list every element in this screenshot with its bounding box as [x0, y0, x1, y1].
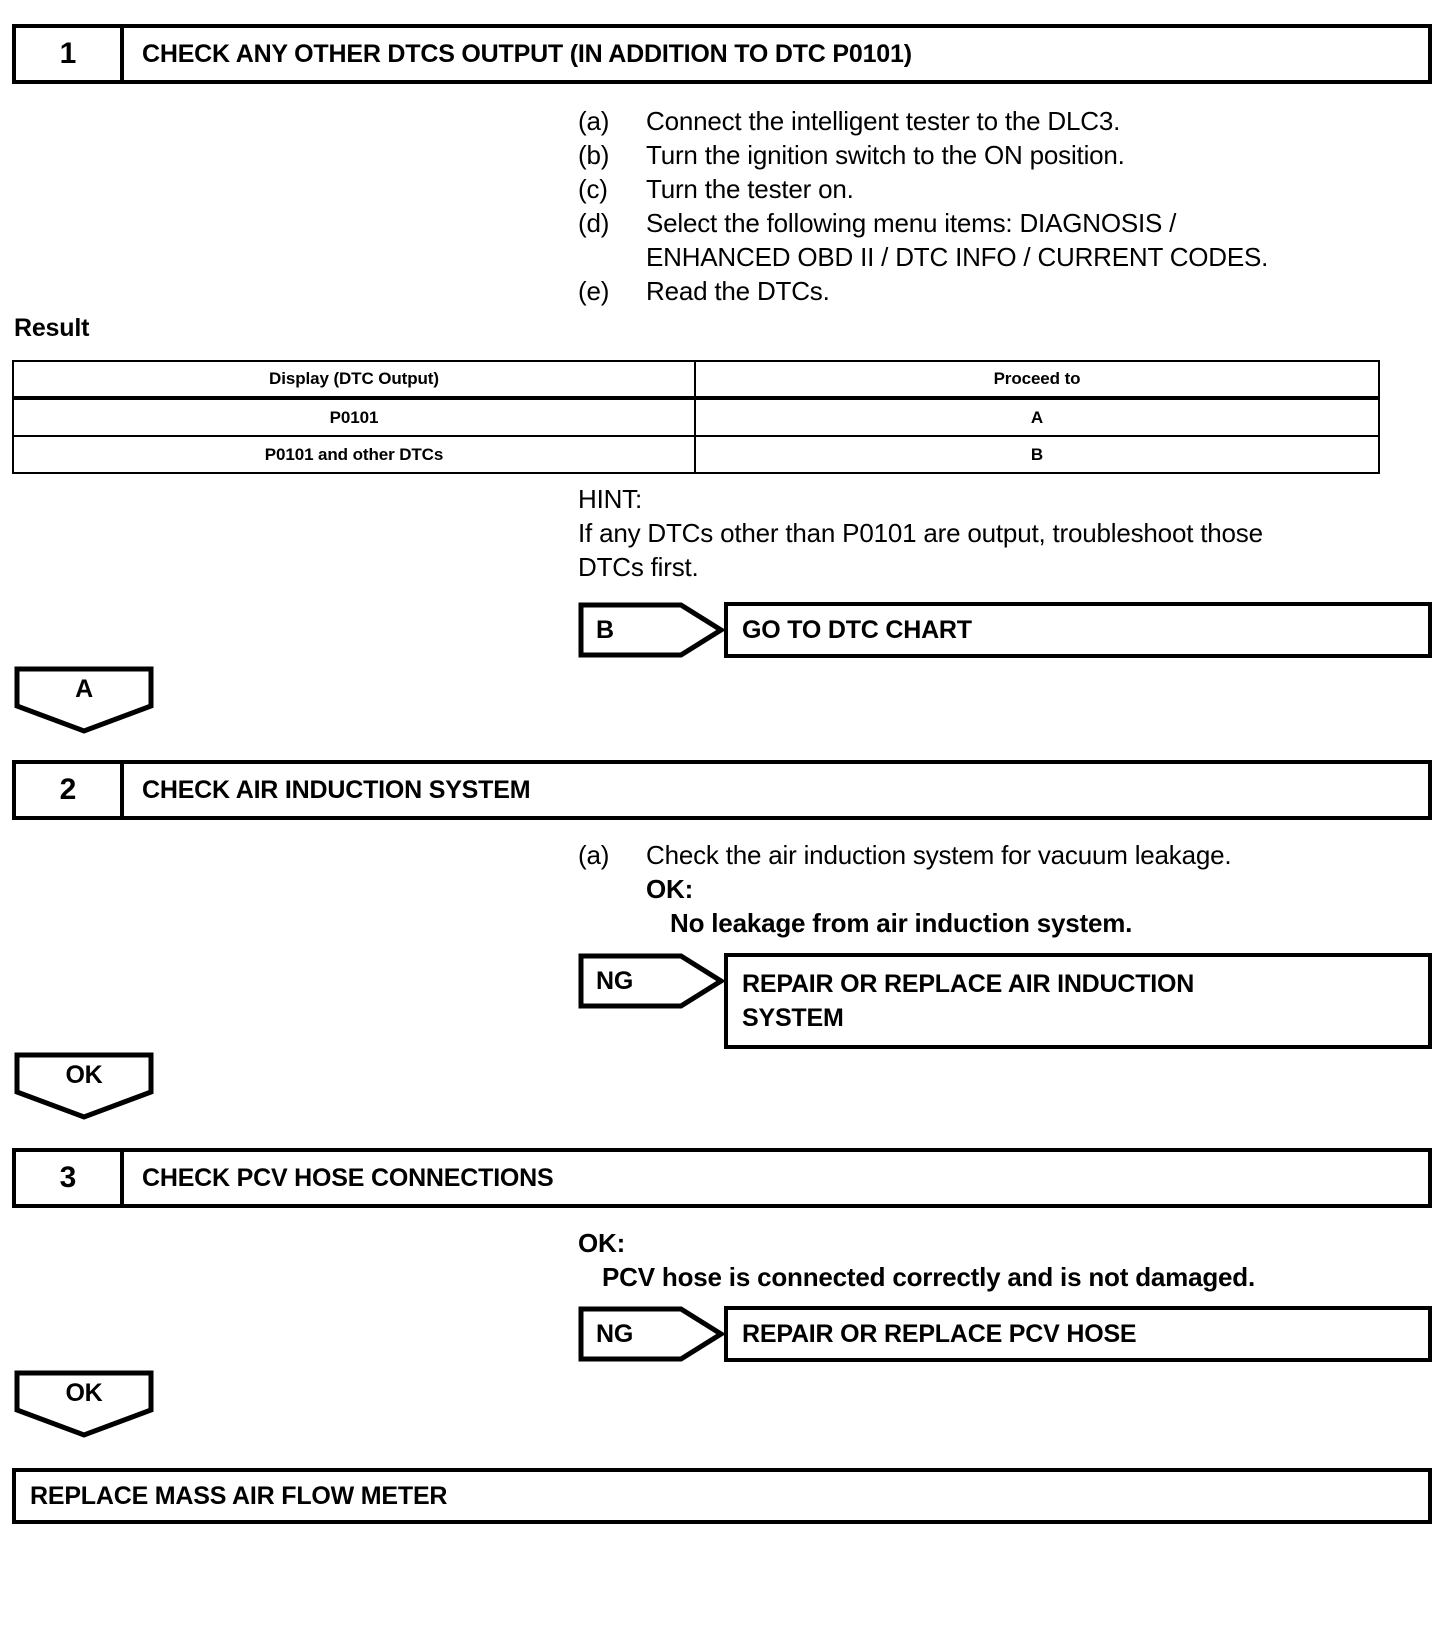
final-action-box: REPLACE MASS AIR FLOW METER	[12, 1468, 1432, 1524]
chevron-arrow-icon: B	[578, 602, 724, 658]
branch-ng-air-induction: NG REPAIR OR REPLACE AIR INDUCTION SYSTE…	[578, 953, 1432, 1049]
outcome-text: REPAIR OR REPLACE PCV HOSE	[742, 1320, 1137, 1348]
step-number-1: 1	[16, 28, 124, 80]
column-header-proceed: Proceed to	[694, 360, 1380, 400]
hint-title: HINT:	[578, 484, 643, 514]
procedure-label: (c)	[578, 174, 608, 204]
procedure-text: Read the DTCs.	[646, 276, 830, 306]
table-header-row: Display (DTC Output) Proceed to	[12, 360, 1380, 400]
final-action-text: REPLACE MASS AIR FLOW METER	[30, 1481, 448, 1510]
step-number-2: 2	[16, 764, 124, 816]
step-1-procedure-list: (a) Connect the intelligent tester to th…	[578, 104, 1398, 308]
step-header-3: 3 CHECK PCV HOSE CONNECTIONS	[12, 1148, 1432, 1208]
procedure-item: (a) Check the air induction system for v…	[578, 838, 1398, 872]
procedure-item: (c) Turn the tester on.	[578, 172, 1398, 206]
cell-proceed: A	[694, 397, 1380, 437]
procedure-label: (a)	[578, 840, 610, 870]
procedure-item: (b) Turn the ignition switch to the ON p…	[578, 138, 1398, 172]
table-row: P0101 A	[12, 397, 1380, 437]
connector-ok-step2: OK	[14, 1052, 154, 1120]
procedure-text: Turn the ignition switch to the ON posit…	[646, 140, 1125, 170]
ok-criteria-text-row: No leakage from air induction system.	[578, 906, 1398, 940]
branch-ng-pcv-hose: NG REPAIR OR REPLACE PCV HOSE	[578, 1306, 1432, 1362]
chevron-arrow-icon: NG	[578, 1306, 724, 1362]
procedure-text: Turn the tester on.	[646, 174, 854, 204]
step-number-3: 3	[16, 1152, 124, 1204]
step-3-criteria: OK: PCV hose is connected correctly and …	[578, 1226, 1408, 1294]
procedure-label: (a)	[578, 106, 610, 136]
procedure-label: (b)	[578, 140, 610, 170]
cell-proceed: B	[694, 435, 1380, 474]
step-title-2: CHECK AIR INDUCTION SYSTEM	[142, 775, 531, 804]
connector-marker: A	[75, 674, 93, 703]
outcome-box: REPAIR OR REPLACE AIR INDUCTION SYSTEM	[724, 953, 1432, 1049]
column-header-display: Display (DTC Output)	[12, 360, 696, 400]
branch-b: B GO TO DTC CHART	[578, 602, 1432, 658]
procedure-label: (d)	[578, 208, 610, 238]
step-header-2: 2 CHECK AIR INDUCTION SYSTEM	[12, 760, 1432, 820]
ok-criteria-label: OK:	[578, 1228, 626, 1258]
outcome-text-line-2: SYSTEM	[742, 1004, 844, 1032]
table-row: P0101 and other DTCs B	[12, 435, 1380, 474]
ok-criteria-text: No leakage from air induction system.	[670, 908, 1133, 938]
branch-marker: B	[596, 615, 614, 644]
branch-marker: NG	[596, 1319, 634, 1348]
ok-criteria-label: OK:	[646, 874, 694, 904]
cell-display: P0101	[12, 397, 696, 437]
procedure-text: Select the following menu items: DIAGNOS…	[646, 208, 1177, 238]
ok-criteria-label-row: OK:	[578, 872, 1398, 906]
result-label: Result	[14, 314, 90, 342]
chevron-arrow-icon: NG	[578, 953, 724, 1009]
hint-line-2: DTCs first.	[578, 552, 699, 582]
result-table: Display (DTC Output) Proceed to P0101 A …	[12, 360, 1380, 474]
ok-criteria-text: PCV hose is connected correctly and is n…	[602, 1262, 1255, 1292]
connector-ok-step3: OK	[14, 1370, 154, 1438]
procedure-item: (a) Connect the intelligent tester to th…	[578, 104, 1398, 138]
procedure-item: (e) Read the DTCs.	[578, 274, 1398, 308]
hint-line-1: If any DTCs other than P0101 are output,…	[578, 518, 1263, 548]
step-title-3: CHECK PCV HOSE CONNECTIONS	[142, 1163, 554, 1192]
outcome-text-line-1: REPAIR OR REPLACE AIR INDUCTION	[742, 970, 1195, 998]
outcome-box: GO TO DTC CHART	[724, 602, 1432, 658]
connector-marker: OK	[65, 1378, 103, 1407]
hint-block: HINT: If any DTCs other than P0101 are o…	[578, 482, 1398, 584]
step-header-1: 1 CHECK ANY OTHER DTCS OUTPUT (IN ADDITI…	[12, 24, 1432, 84]
outcome-box: REPAIR OR REPLACE PCV HOSE	[724, 1306, 1432, 1362]
connector-a: A	[14, 666, 154, 734]
outcome-text: GO TO DTC CHART	[742, 616, 972, 644]
connector-marker: OK	[65, 1060, 103, 1089]
procedure-text: Connect the intelligent tester to the DL…	[646, 106, 1121, 136]
procedure-text: ENHANCED OBD II / DTC INFO / CURRENT COD…	[646, 242, 1269, 272]
procedure-label: (e)	[578, 276, 610, 306]
procedure-text: Check the air induction system for vacuu…	[646, 840, 1232, 870]
procedure-item: (d) Select the following menu items: DIA…	[578, 206, 1398, 240]
step-2-procedure-list: (a) Check the air induction system for v…	[578, 838, 1398, 940]
procedure-item-continuation: ENHANCED OBD II / DTC INFO / CURRENT COD…	[578, 240, 1398, 274]
step-title-1: CHECK ANY OTHER DTCS OUTPUT (IN ADDITION…	[142, 39, 912, 68]
branch-marker: NG	[596, 966, 634, 995]
cell-display: P0101 and other DTCs	[12, 435, 696, 474]
